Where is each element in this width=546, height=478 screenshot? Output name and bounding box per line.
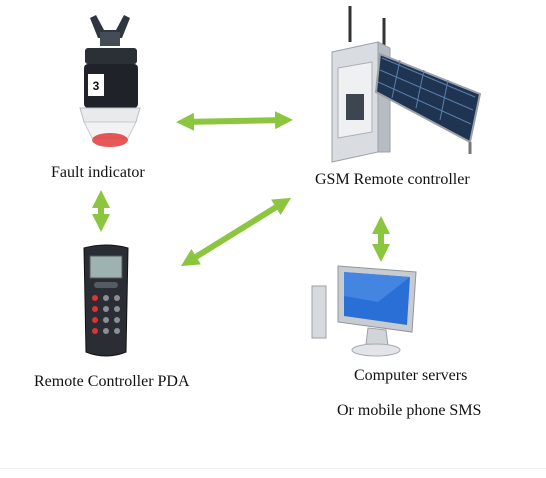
arrow-gsm-pda xyxy=(180,197,292,267)
pda-icon xyxy=(83,244,129,357)
gsm-controller-label: GSM Remote controller xyxy=(315,171,470,188)
computer-servers-label: Computer servers xyxy=(354,367,468,384)
pda-label: Remote Controller PDA xyxy=(34,373,190,390)
gsm-controller-icon xyxy=(331,6,482,163)
fault-indicator-icon: 3 xyxy=(79,15,141,147)
divider xyxy=(0,468,546,469)
arrow-fault-gsm xyxy=(176,111,293,131)
mobile-sms-label: Or mobile phone SMS xyxy=(337,402,482,419)
fault-indicator-label: Fault indicator xyxy=(51,164,145,181)
fault-indicator-number: 3 xyxy=(93,79,100,93)
computer-monitor-icon xyxy=(311,265,417,357)
